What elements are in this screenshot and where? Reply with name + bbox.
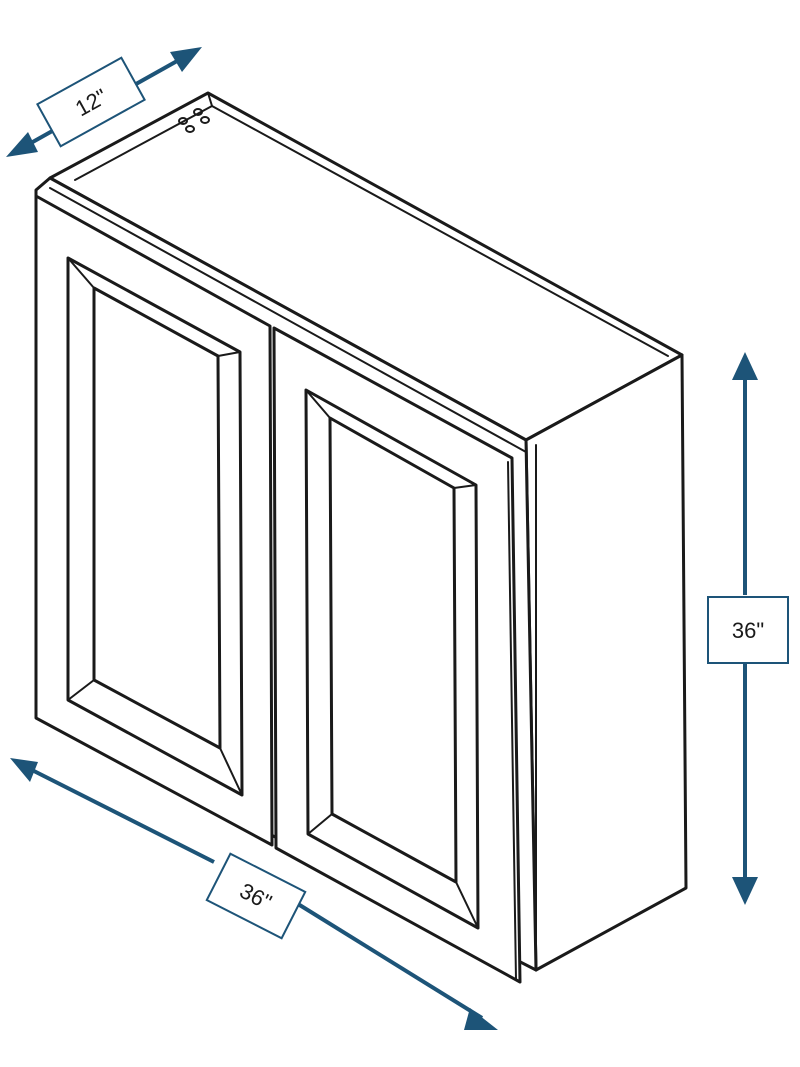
width-dimension-line bbox=[27, 766, 215, 864]
height-label: 36" bbox=[732, 618, 764, 643]
height-dimension: 36" bbox=[707, 352, 789, 905]
shelf-pin-hole bbox=[185, 125, 195, 133]
right-door-bevel bbox=[305, 389, 331, 419]
shelf-pin-hole bbox=[178, 117, 188, 125]
width-label-box bbox=[205, 852, 307, 940]
right-door-bevel bbox=[307, 813, 333, 835]
left-door-bevel bbox=[67, 679, 95, 701]
width-dimension-line bbox=[296, 902, 484, 1020]
left-door-bevel bbox=[67, 257, 95, 289]
left-door-panel-inner bbox=[92, 286, 222, 750]
right-door-panel-inner bbox=[328, 416, 458, 884]
shelf-pin-hole bbox=[193, 108, 203, 116]
right-door-bevel bbox=[455, 881, 479, 929]
left-door-bevel bbox=[217, 351, 241, 357]
height-label-box bbox=[707, 596, 789, 664]
right-door-bevel bbox=[453, 484, 477, 489]
right-door-edge bbox=[507, 461, 517, 981]
width-arrow-head-right bbox=[464, 1008, 498, 1030]
face-frame-top-rail bbox=[49, 187, 527, 453]
width-arrow-head-left bbox=[10, 758, 38, 782]
cabinet-side bbox=[524, 353, 688, 972]
height-arrow-head-bottom bbox=[732, 877, 758, 905]
depth-dimension: 12" bbox=[6, 47, 202, 157]
left-door bbox=[34, 194, 274, 847]
shelf-pin-hole bbox=[200, 116, 210, 124]
depth-arrow-head-left bbox=[6, 132, 38, 157]
depth-label-box bbox=[36, 56, 146, 148]
cabinet-top-back-edge bbox=[207, 92, 213, 107]
width-dimension: 36" bbox=[10, 758, 498, 1030]
right-door bbox=[272, 326, 522, 984]
height-arrow-head-top bbox=[732, 352, 758, 380]
depth-arrow-head-right bbox=[170, 47, 202, 72]
left-door-bevel bbox=[219, 747, 243, 796]
